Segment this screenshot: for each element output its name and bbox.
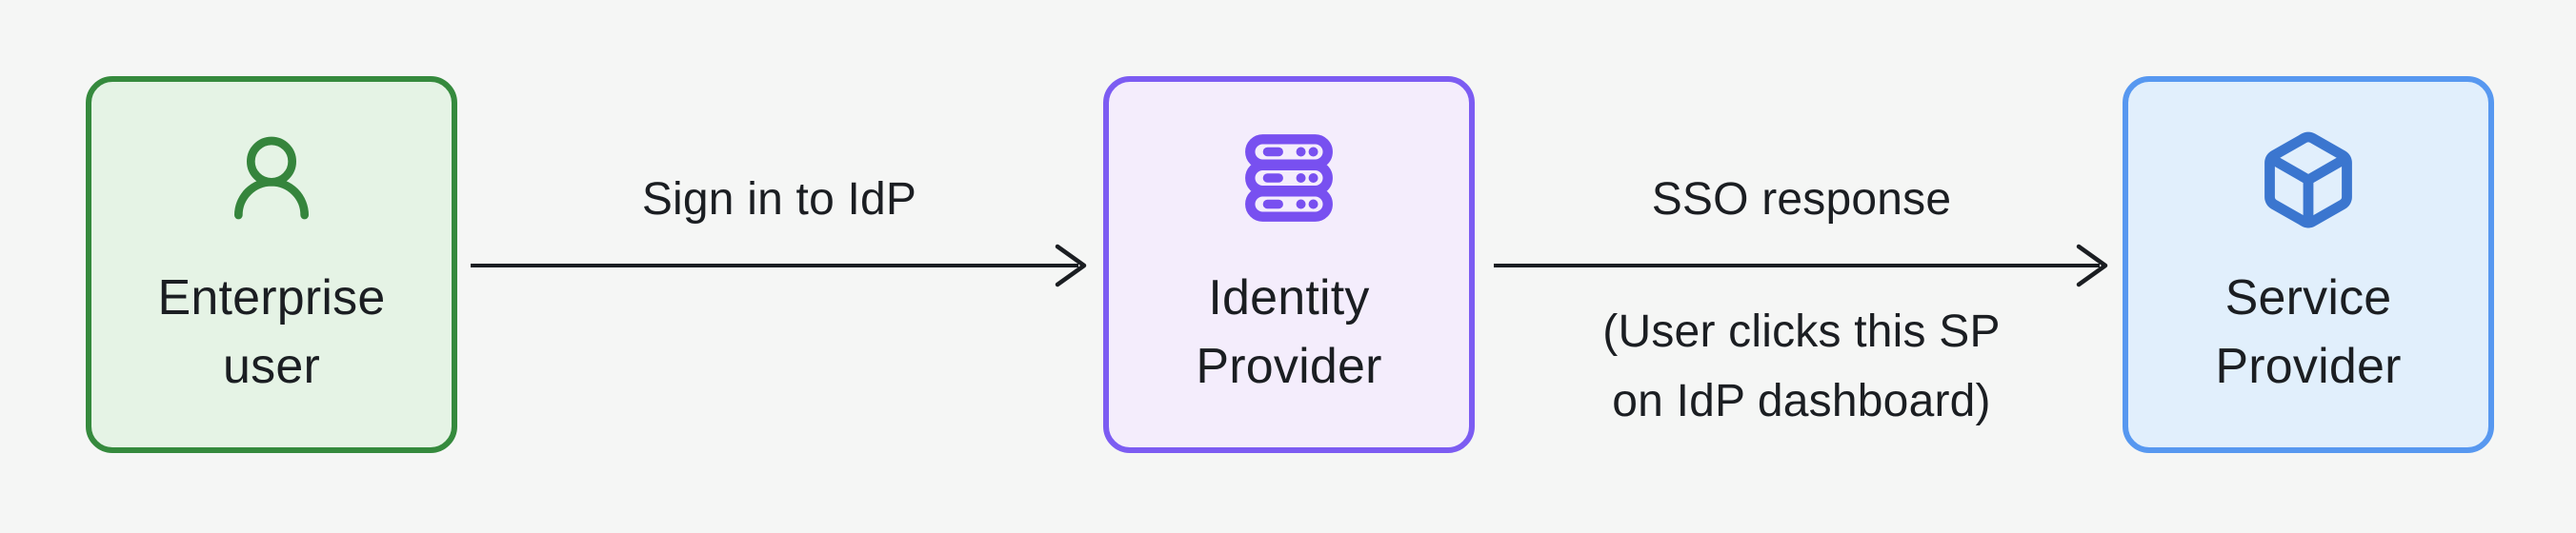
- edge-note-line: (User clicks this SP: [1602, 306, 2001, 357]
- cube-icon: [2257, 128, 2360, 228]
- node-label-line: Provider: [2215, 339, 2402, 394]
- node-identity-provider: Identity Provider: [1103, 76, 1475, 453]
- node-label-service-provider: Service Provider: [2215, 264, 2401, 401]
- edge-label: Sign in to IdP: [641, 174, 917, 225]
- edge-sso-response: SSO response (User clicks this SP on IdP…: [1494, 0, 2109, 533]
- node-enterprise-user: Enterprise user: [86, 76, 457, 453]
- arrow-right-icon: [471, 244, 1087, 287]
- node-label-line: Enterprise: [157, 270, 386, 326]
- server-icon: [1239, 128, 1338, 227]
- arrow-right-icon: [1494, 244, 2108, 287]
- user-icon: [222, 128, 321, 227]
- edge-note-line: on IdP dashboard): [1612, 376, 1991, 426]
- node-service-provider: Service Provider: [2123, 76, 2494, 453]
- node-label-line: Service: [2224, 270, 2392, 326]
- node-label-identity-provider: Identity Provider: [1196, 264, 1381, 401]
- node-label-line: Provider: [1196, 339, 1382, 394]
- edge-label: SSO response: [1651, 174, 1952, 225]
- node-label-line: Identity: [1208, 270, 1370, 326]
- node-label-line: user: [223, 339, 320, 394]
- edge-note: (User clicks this SP on IdP dashboard): [1494, 297, 2109, 436]
- node-label-enterprise-user: Enterprise user: [158, 264, 386, 401]
- edge-sign-in-to-idp: Sign in to IdP: [471, 0, 1088, 533]
